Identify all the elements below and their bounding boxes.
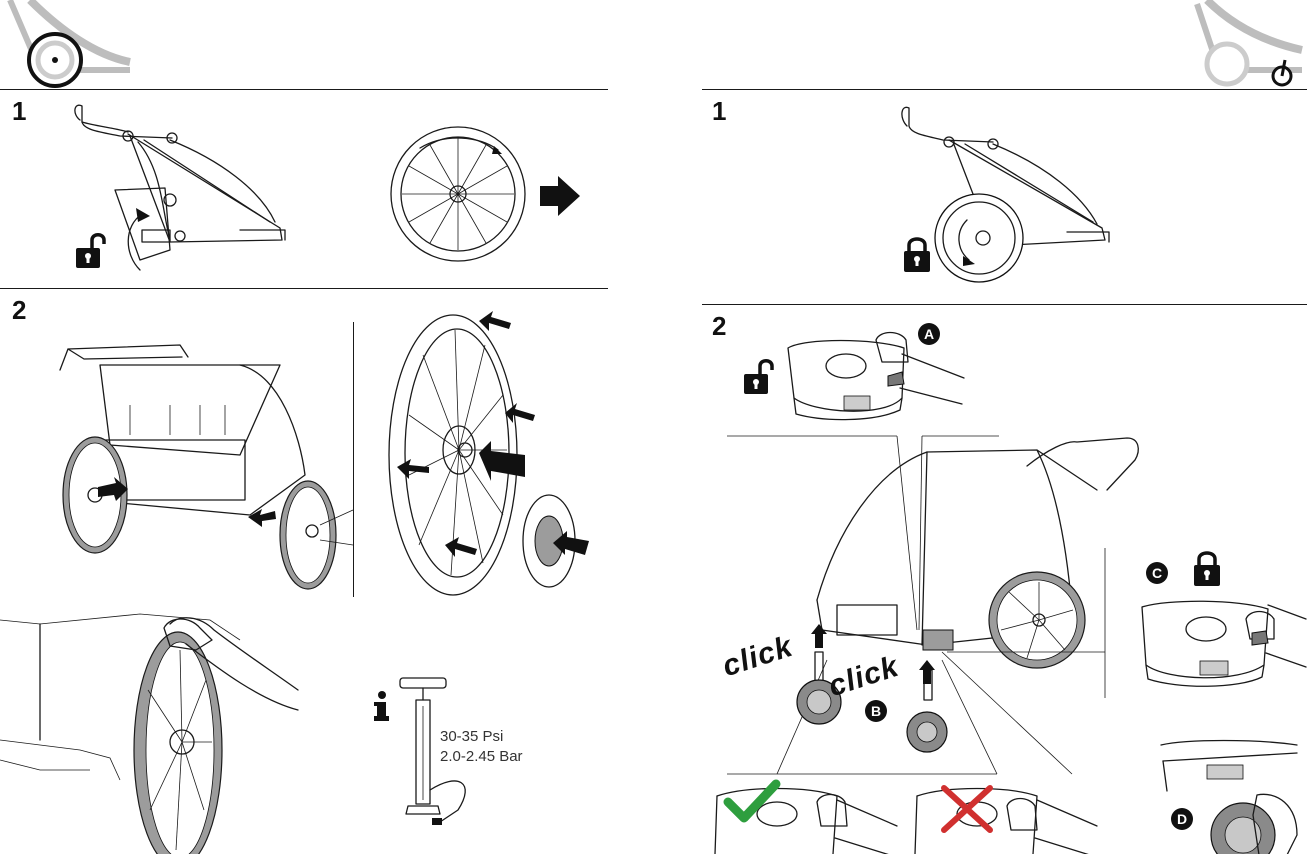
- step-2-wheel-exploded-illustration: [388, 311, 589, 596]
- correct-position-illustration: [714, 787, 898, 854]
- header-wheel-thumbnail: [7, 0, 131, 88]
- pressure-bar-text: 2.0-2.45 Bar: [440, 748, 523, 765]
- step-2-tire-mounting-illustration: [0, 613, 299, 854]
- tire-pump-illustration: [399, 677, 466, 825]
- label-a-badge: A: [918, 323, 940, 345]
- step-1-trailer-lock-illustration: [901, 106, 1110, 283]
- step-2-trailer-rear-illustration: [59, 344, 354, 590]
- left-page: 1: [0, 0, 608, 854]
- padlock-open-icon: [76, 233, 106, 268]
- step-1-wheel-illustration: [390, 126, 580, 262]
- detail-c-lock-illustration: [1141, 600, 1307, 687]
- header-stroller-thumbnail: [1194, 0, 1303, 87]
- cross-icon: [941, 785, 993, 833]
- padlock-closed-icon: [904, 237, 930, 272]
- header-divider: [702, 89, 1307, 90]
- right-page: 1 2 A: [702, 0, 1307, 854]
- label-d-badge: D: [1171, 808, 1193, 830]
- step-1-number: 1: [712, 96, 727, 126]
- pressure-psi-text: 30-35 Psi: [440, 728, 504, 745]
- header-divider: [0, 89, 608, 90]
- step-2-vertical-divider: [353, 322, 354, 597]
- step-2-number: 2: [712, 311, 727, 341]
- step-1-unlock-rotation-arrow: [127, 208, 150, 271]
- step-2-main-trailer-illustration: [727, 435, 1139, 775]
- label-c-badge: C: [1146, 562, 1168, 584]
- padlock-closed-icon: [1194, 551, 1220, 586]
- incorrect-position-illustration: [914, 787, 1098, 854]
- step-divider: [0, 288, 608, 289]
- label-b-badge: B: [865, 700, 887, 722]
- step-divider: [702, 304, 1307, 305]
- detail-a-unlock-illustration: [787, 331, 965, 421]
- detail-d-wheel-removal-illustration: [1160, 739, 1298, 854]
- step-2-number: 2: [12, 295, 27, 325]
- step-1-trailer-frame-illustration: [74, 104, 286, 261]
- padlock-open-icon: [744, 359, 774, 394]
- info-icon: [374, 691, 389, 721]
- checkmark-icon: [723, 779, 781, 823]
- step-1-number: 1: [12, 96, 27, 126]
